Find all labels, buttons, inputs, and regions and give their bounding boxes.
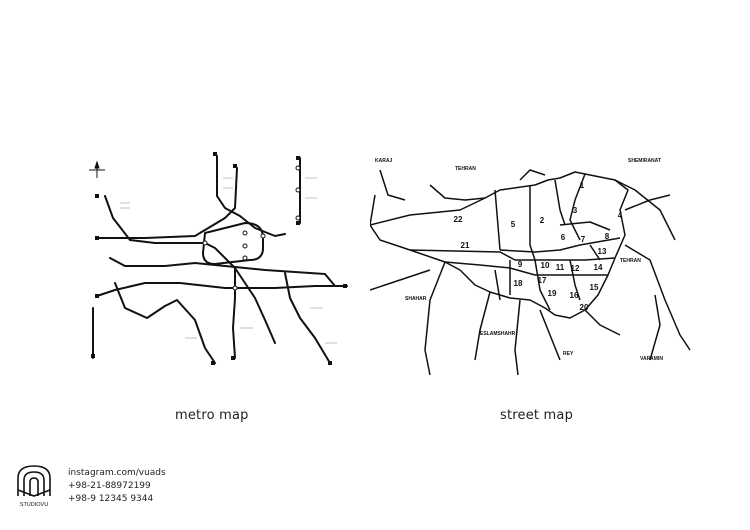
metro-line-3 [216,155,286,237]
district-5: 5 [511,220,516,229]
label-karaj: KARAJ [375,158,392,164]
studiovu-logo: STUDIOVU [17,465,51,508]
metro-line-1 [104,195,276,344]
district-21: 21 [461,241,470,250]
instagram-link[interactable]: instagram.com/vuads [68,468,166,478]
phone-1: +98-21-88972199 [68,481,151,491]
metro-map [89,152,348,365]
label-tehran-top: TEHRAN [455,166,476,172]
district-13: 13 [598,247,607,256]
metro-line-7 [284,272,331,364]
district-18: 18 [514,279,523,288]
phone-2: +98-9 12345 9344 [68,494,154,504]
district-6: 6 [561,233,566,242]
street-map: 1 2 3 4 5 6 7 8 9 10 11 12 13 14 15 16 1… [370,158,691,375]
label-varamin: VARAMIN [640,356,663,362]
district-17: 17 [538,276,547,285]
district-10: 10 [541,261,550,270]
district-19: 19 [548,289,557,298]
contact-info: instagram.com/vuads +98-21-88972199 +98-… [68,467,166,506]
label-tehran-east: TEHRAN [620,258,641,264]
label-rey: REY [563,351,574,357]
label-shahar: SHAHAR [405,296,427,302]
metro-loop [202,222,264,265]
district-16: 16 [570,291,579,300]
street-map-caption: street map [500,408,574,423]
district-9: 9 [518,260,523,269]
metro-map-caption: metro map [175,408,249,423]
label-eslamshahr: ESLAMSHAHR [480,331,516,337]
district-12: 12 [571,264,580,273]
metro-line-8 [232,267,236,359]
city-boundary [370,171,629,319]
district-14: 14 [594,263,603,272]
district-2: 2 [540,216,545,225]
district-15: 15 [590,283,599,292]
metro-line-5 [96,282,348,297]
metro-line-4 [109,257,336,287]
district-20: 20 [580,303,589,312]
district-11: 11 [556,263,565,272]
district-3: 3 [573,206,578,215]
metro-line-6 [114,282,216,364]
district-1: 1 [580,181,585,190]
metro-line-2 [96,167,238,239]
district-4: 4 [618,211,623,220]
district-22: 22 [454,215,463,224]
compass-icon [89,160,105,178]
label-shemiranat: SHEMIRANAT [628,158,661,164]
district-7: 7 [581,235,586,244]
district-8: 8 [605,232,610,241]
logo-text: STUDIOVU [20,502,48,508]
